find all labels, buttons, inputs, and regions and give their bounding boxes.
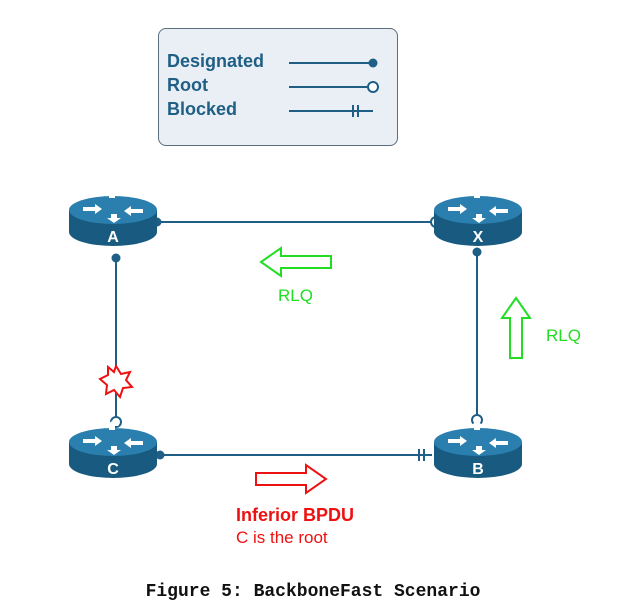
rlq-up-arrow-icon [500, 296, 532, 359]
rlq-top-label: RLQ [278, 286, 313, 305]
figure-caption: Figure 5: BackboneFast Scenario [145, 582, 481, 602]
rlq-right-label: RLQ [546, 326, 581, 345]
router-x: X [434, 189, 522, 246]
designated-port-icon [155, 450, 165, 460]
legend-root-label: Root [167, 75, 208, 95]
blocked-port-icon [289, 105, 373, 117]
legend-symbols [289, 58, 379, 117]
inferior-bpdu-label: Inferior BPDU [236, 505, 355, 525]
router-b: B [434, 421, 522, 478]
designated-port-icon [111, 253, 121, 263]
blocked-port-icon [418, 449, 425, 461]
router-c-label: C [107, 461, 119, 478]
router-x-label: X [473, 229, 484, 246]
link-failure-icon [98, 363, 134, 399]
router-b-label: B [472, 461, 484, 478]
root-port-icon [289, 81, 379, 93]
legend-designated-label: Designated [167, 51, 265, 71]
router-c: C [69, 421, 157, 478]
router-a: A [69, 189, 157, 246]
router-a-label: A [107, 229, 119, 246]
designated-port-icon [472, 247, 482, 257]
c-is-root-label: C is the root [236, 528, 328, 547]
legend-blocked-label: Blocked [167, 99, 238, 119]
rlq-left-arrow-icon [259, 246, 332, 278]
inferior-bpdu-arrow-icon [255, 463, 328, 495]
legend-box: Designated Root Blocked [158, 28, 398, 146]
designated-port-icon [289, 58, 378, 68]
